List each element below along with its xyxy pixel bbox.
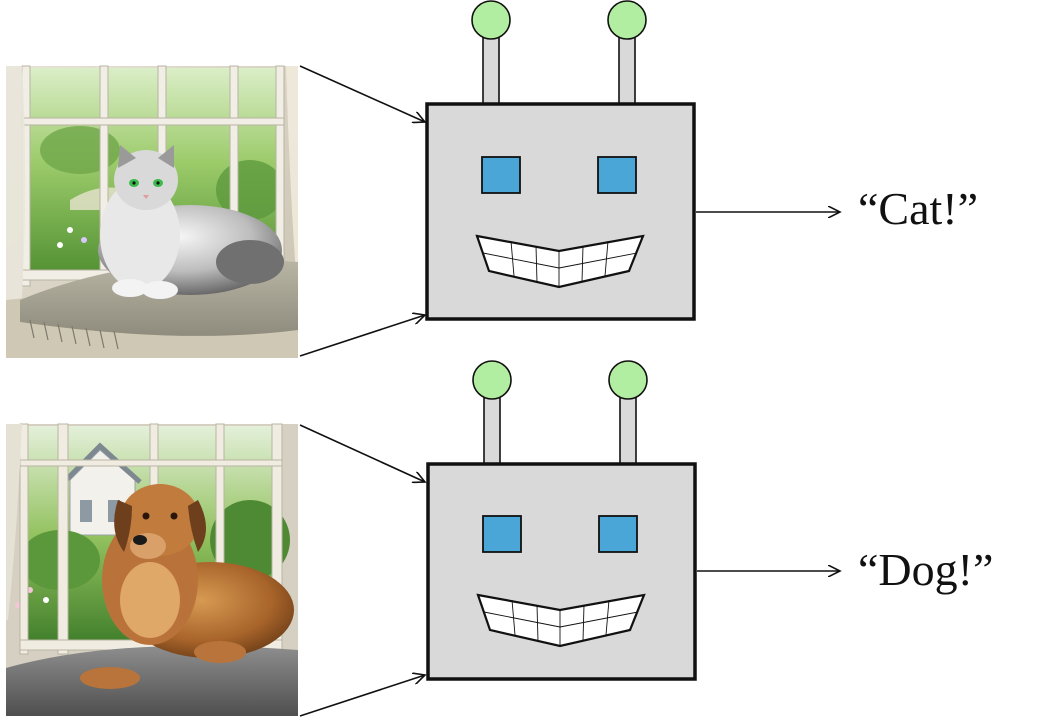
dog-photo: [6, 423, 298, 716]
antenna-left: [472, 360, 512, 465]
robot-mouth: [476, 593, 646, 648]
robot-mouth: [475, 234, 645, 289]
arrow-dog-top-to-robot: [299, 424, 425, 482]
robot-eye-left: [482, 515, 522, 553]
output-label-cat: “Cat!”: [858, 183, 979, 234]
robot-eye-right: [597, 156, 637, 194]
arrow-cat-bottom-to-robot: [299, 315, 425, 357]
robot-eye-left: [481, 156, 521, 194]
robot-classifier-2: [426, 360, 697, 681]
antenna-left: [471, 0, 511, 105]
arrow-dog-bottom-to-robot: [299, 675, 425, 717]
robot-classifier-1: [425, 0, 696, 321]
output-label-dog: “Dog!”: [858, 544, 994, 595]
robot-eye-right: [598, 515, 638, 553]
arrow-cat-top-to-robot: [299, 65, 425, 122]
cat-photo: [6, 65, 298, 358]
antenna-right: [608, 360, 648, 465]
antenna-right: [607, 0, 647, 105]
